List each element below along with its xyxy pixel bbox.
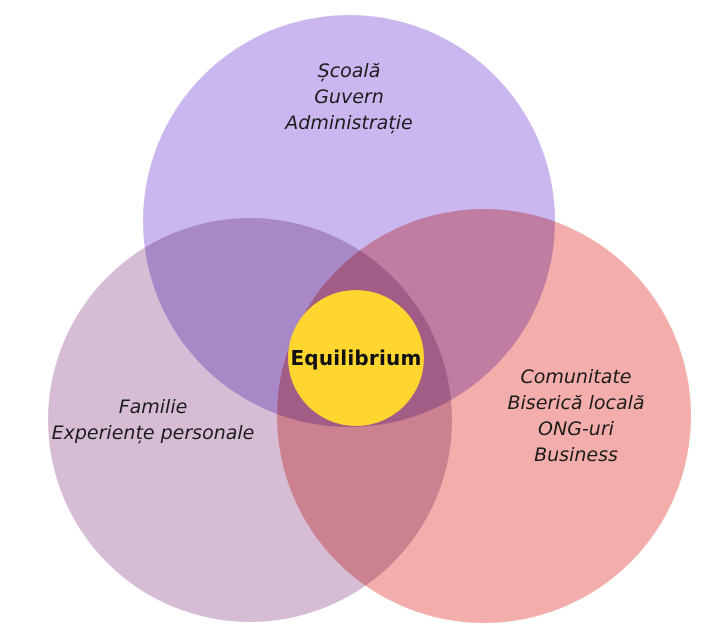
equilibrium-label: Equilibrium — [290, 346, 422, 370]
label-line-scoala: Școală — [317, 60, 381, 82]
label-institutions: Școală Guvern Administrație — [285, 58, 412, 136]
equilibrium-circle: Equilibrium — [288, 290, 424, 426]
label-line-familie: Familie — [118, 396, 188, 418]
label-line-ong: ONG-uri — [538, 418, 614, 440]
label-family: Familie Experiențe personale — [52, 394, 255, 446]
label-line-comunitate: Comunitate — [520, 366, 632, 388]
label-community: Comunitate Biserică locală ONG-uri Busin… — [507, 364, 644, 468]
label-line-experiente: Experiențe personale — [51, 422, 255, 444]
label-line-guvern: Guvern — [314, 86, 384, 108]
label-line-administratie: Administrație — [285, 112, 413, 134]
label-line-business: Business — [534, 444, 618, 466]
label-line-biserica: Biserică locală — [507, 392, 645, 414]
